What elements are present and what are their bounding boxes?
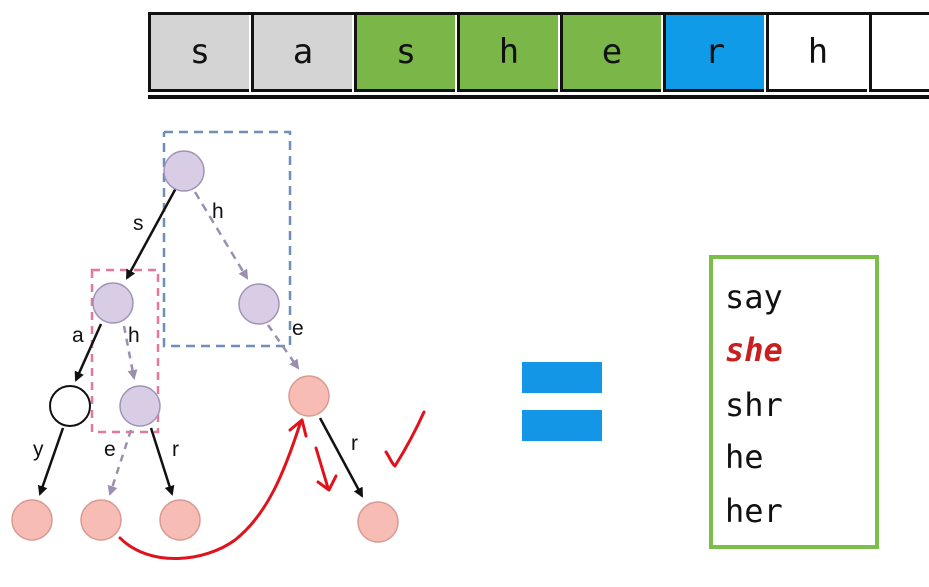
word-item: say xyxy=(725,278,783,316)
node-sa xyxy=(49,385,91,427)
cell-char: s xyxy=(395,32,417,72)
edge-label: h xyxy=(128,324,140,347)
cell-char: h xyxy=(807,32,829,72)
equals-bar-top xyxy=(522,362,602,393)
edge-h-e xyxy=(266,324,300,370)
edge-label: r xyxy=(351,432,358,455)
edge-label: a xyxy=(72,324,84,347)
word-item: shr xyxy=(725,386,783,424)
cell-char: h xyxy=(498,32,520,72)
red-small-arrow xyxy=(314,446,338,492)
blue-dashed-box xyxy=(162,130,292,348)
node-her xyxy=(357,501,399,543)
character-strip: s a s h e r h xyxy=(148,12,929,98)
strip-cell xyxy=(869,12,929,92)
node-she xyxy=(80,499,122,541)
strip-cell: r xyxy=(663,12,764,92)
strip-cell: s xyxy=(354,12,455,92)
edge-label: y xyxy=(33,438,44,461)
word-item: her xyxy=(725,492,783,530)
edge-s-h xyxy=(122,325,138,380)
edge-sh-e xyxy=(107,429,133,496)
edge-s-a xyxy=(74,323,103,382)
edge-label: s xyxy=(133,212,144,235)
cell-char: r xyxy=(704,32,726,72)
edge-a-y xyxy=(37,427,65,496)
edge-label: e xyxy=(292,317,304,340)
strip-cell: h xyxy=(766,12,867,92)
strip-bottom-border xyxy=(148,95,929,99)
pink-dashed-box xyxy=(90,268,160,434)
node-root xyxy=(163,150,205,192)
node-h xyxy=(238,283,280,325)
edge-label: h xyxy=(212,200,224,223)
edge-label: r xyxy=(172,438,179,461)
red-checkmark xyxy=(384,410,426,468)
node-he xyxy=(288,375,330,417)
edge-root-s xyxy=(125,187,178,280)
word-list-box: say she shr he her xyxy=(709,255,879,549)
node-s xyxy=(92,282,134,324)
strip-cell: s xyxy=(148,12,249,92)
red-curve-arrow xyxy=(118,422,302,560)
edge-he-r xyxy=(318,417,364,498)
strip-cell: e xyxy=(560,12,661,92)
edge-sh-r xyxy=(149,427,175,496)
node-sh xyxy=(119,385,161,427)
word-item-highlighted: she xyxy=(725,331,783,369)
node-shr xyxy=(159,499,201,541)
strip-cell: a xyxy=(251,12,352,92)
strip-cell: h xyxy=(457,12,558,92)
cell-char: s xyxy=(189,32,211,72)
node-say xyxy=(11,499,53,541)
cell-char: e xyxy=(601,32,623,72)
word-item: he xyxy=(725,438,764,476)
red-arrowhead xyxy=(288,418,308,438)
edge-label: e xyxy=(104,438,116,461)
cell-char: a xyxy=(292,32,314,72)
edge-root-h-fail xyxy=(193,191,249,280)
equals-bar-bottom xyxy=(522,410,602,441)
